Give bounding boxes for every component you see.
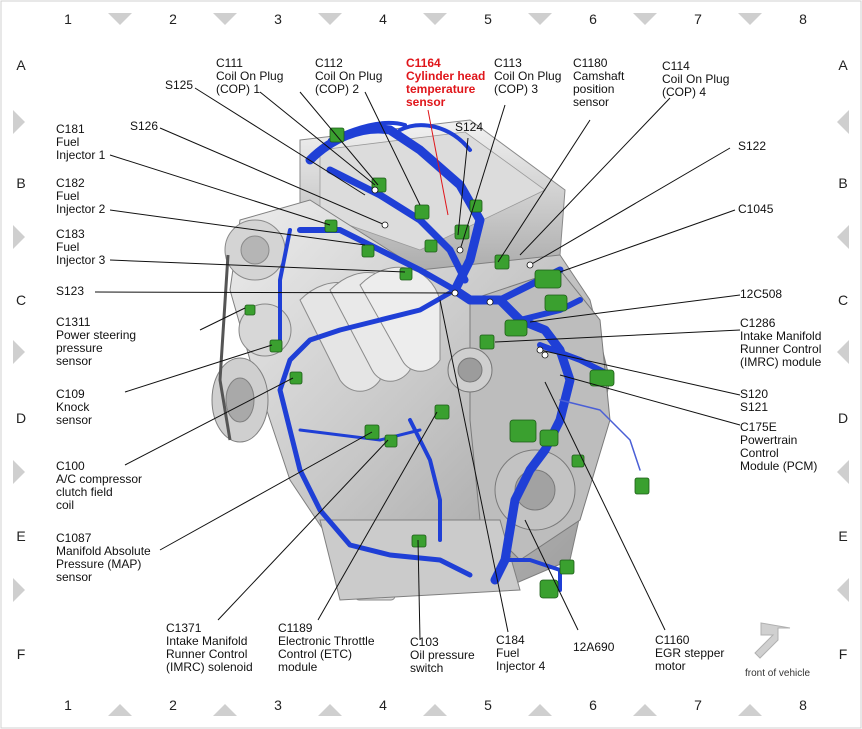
grid-col-bottom-8: 8 bbox=[799, 697, 807, 713]
grid-col-top-4: 4 bbox=[379, 11, 387, 27]
label-s126: S126 bbox=[130, 119, 159, 133]
top-grid-markers bbox=[108, 13, 762, 25]
engine-block bbox=[211, 119, 611, 601]
label-c175e: C175E Powertrain Control Module (PCM) bbox=[740, 420, 818, 473]
grid-col-top-8: 8 bbox=[799, 11, 807, 27]
label-c183: C183 Fuel Injector 3 bbox=[56, 227, 106, 267]
grid-col-top-3: 3 bbox=[274, 11, 282, 27]
label-s122: S122 bbox=[738, 139, 767, 153]
grid-col-bottom-3: 3 bbox=[274, 697, 282, 713]
grid-row-left-b: B bbox=[16, 175, 26, 191]
right-grid-markers bbox=[837, 110, 849, 602]
label-s120: S120 bbox=[740, 387, 769, 401]
grid-col-bottom-1: 1 bbox=[64, 697, 72, 713]
label-c1045: C1045 bbox=[738, 202, 774, 216]
grid-col-top-6: 6 bbox=[589, 11, 597, 27]
label-s125: S125 bbox=[165, 78, 194, 92]
grid-row-right-a: A bbox=[838, 57, 848, 73]
label-c1311: C1311 Power steering pressure sensor bbox=[56, 315, 137, 368]
grid-col-top-1: 1 bbox=[64, 11, 72, 27]
grid-row-right-f: F bbox=[838, 646, 848, 662]
bottom-grid-markers bbox=[108, 704, 762, 716]
grid-col-bottom-4: 4 bbox=[379, 697, 387, 713]
grid-col-bottom-7: 7 bbox=[694, 697, 702, 713]
arrow-down-left-icon bbox=[754, 622, 791, 659]
grid-col-bottom-5: 5 bbox=[484, 697, 492, 713]
grid-row-left-d: D bbox=[15, 410, 27, 426]
label-c100: C100 A/C compressor clutch field coil bbox=[56, 459, 143, 512]
leader-lines bbox=[94, 87, 741, 641]
label-c112: C112 Coil On Plug (COP) 2 bbox=[315, 56, 383, 96]
label-c181: C181 Fuel Injector 1 bbox=[56, 122, 106, 162]
label-c1164: C1164 Cylinder head temperature sensor bbox=[406, 56, 486, 109]
label-c1180: C1180 Camshaft position sensor bbox=[573, 56, 625, 109]
label-c113: C113 Coil On Plug (COP) 3 bbox=[494, 56, 562, 96]
label-c103: C103 Oil pressure switch bbox=[410, 635, 475, 675]
label-c1189: C1189 Electronic Throttle Control (ETC) … bbox=[278, 621, 375, 674]
grid-row-left-f: F bbox=[16, 646, 26, 662]
grid-col-top-2: 2 bbox=[169, 11, 177, 27]
grid-row-left-c: C bbox=[15, 292, 27, 308]
grid-col-top-7: 7 bbox=[694, 11, 702, 27]
highlight-leader bbox=[427, 109, 449, 216]
label-c111: C111 Coil On Plug (COP) 1 bbox=[216, 56, 284, 96]
label-s121: S121 bbox=[740, 400, 769, 414]
label-12c508: 12C508 bbox=[740, 287, 783, 301]
connectors bbox=[244, 127, 650, 599]
splices bbox=[371, 186, 549, 359]
grid-row-right-d: D bbox=[837, 410, 849, 426]
label-c1087: C1087 Manifold Absolute Pressure (MAP) s… bbox=[56, 531, 151, 584]
label-c1371: C1371 Intake Manifold Runner Control (IM… bbox=[166, 621, 253, 674]
label-c182: C182 Fuel Injector 2 bbox=[56, 176, 106, 216]
grid-row-right-c: C bbox=[837, 292, 849, 308]
label-c184: C184 Fuel Injector 4 bbox=[496, 633, 546, 673]
label-c1160: C1160 EGR stepper motor bbox=[655, 633, 725, 673]
grid-row-right-b: B bbox=[838, 175, 848, 191]
label-c109: C109 Knock sensor bbox=[56, 387, 93, 427]
grid-col-bottom-6: 6 bbox=[589, 697, 597, 713]
grid-col-top-5: 5 bbox=[484, 11, 492, 27]
left-grid-markers bbox=[13, 110, 25, 602]
grid-col-bottom-2: 2 bbox=[169, 697, 177, 713]
label-c1286: C1286 Intake Manifold Runner Control (IM… bbox=[740, 316, 822, 369]
front-of-vehicle-label: front of vehicle bbox=[745, 668, 811, 679]
grid-row-left-a: A bbox=[16, 57, 26, 73]
label-s123: S123 bbox=[56, 284, 85, 298]
grid-row-right-e: E bbox=[838, 528, 848, 544]
label-c114: C114 Coil On Plug (COP) 4 bbox=[662, 59, 730, 99]
label-s124: S124 bbox=[455, 120, 484, 134]
grid-row-left-e: E bbox=[16, 528, 26, 544]
label-12a690: 12A690 bbox=[573, 640, 615, 654]
